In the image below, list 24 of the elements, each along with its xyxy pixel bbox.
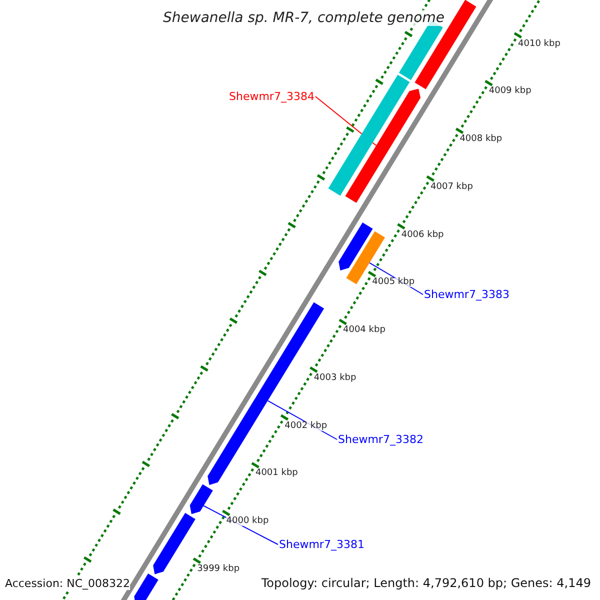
scale-label: 4000 kbp [226, 517, 269, 526]
scale-label: 4007 kbp [430, 182, 473, 192]
gene-feature [134, 574, 158, 600]
scale-label: 4009 kbp [488, 87, 532, 96]
scale-label: 4001 kbp [255, 469, 298, 478]
genome-info-text: Topology: circular; Length: 4,792,610 bp; Genes: 4,149 [261, 576, 591, 590]
gene-label: Shewmr7_3383 [424, 289, 510, 300]
gene-label: Shewmr7_3382 [338, 434, 424, 445]
gene-label: Shewmr7_3381 [279, 539, 364, 550]
scale-label: 4004 kbp [343, 326, 386, 336]
gene-feature [338, 222, 373, 270]
gene-feature [328, 74, 410, 196]
title-text: Shewanella sp. MR-7, complete genome [161, 10, 446, 26]
accession-text: Accession: NC_008322 [5, 577, 130, 590]
scale-label: 4003 kbp [314, 374, 356, 383]
scale-label: 4005 kbp [372, 278, 415, 288]
scale-label: 4002 kbp [284, 422, 328, 431]
gene-feature [345, 88, 421, 203]
scale-label: 4008 kbp [460, 135, 502, 144]
gene-feature [190, 484, 213, 514]
gene-feature [153, 512, 196, 574]
scale-label: 4010 kbp [518, 40, 560, 49]
scale-label: 4006 kbp [401, 230, 444, 240]
gene-label: Shewmr7_3384 [229, 91, 314, 102]
